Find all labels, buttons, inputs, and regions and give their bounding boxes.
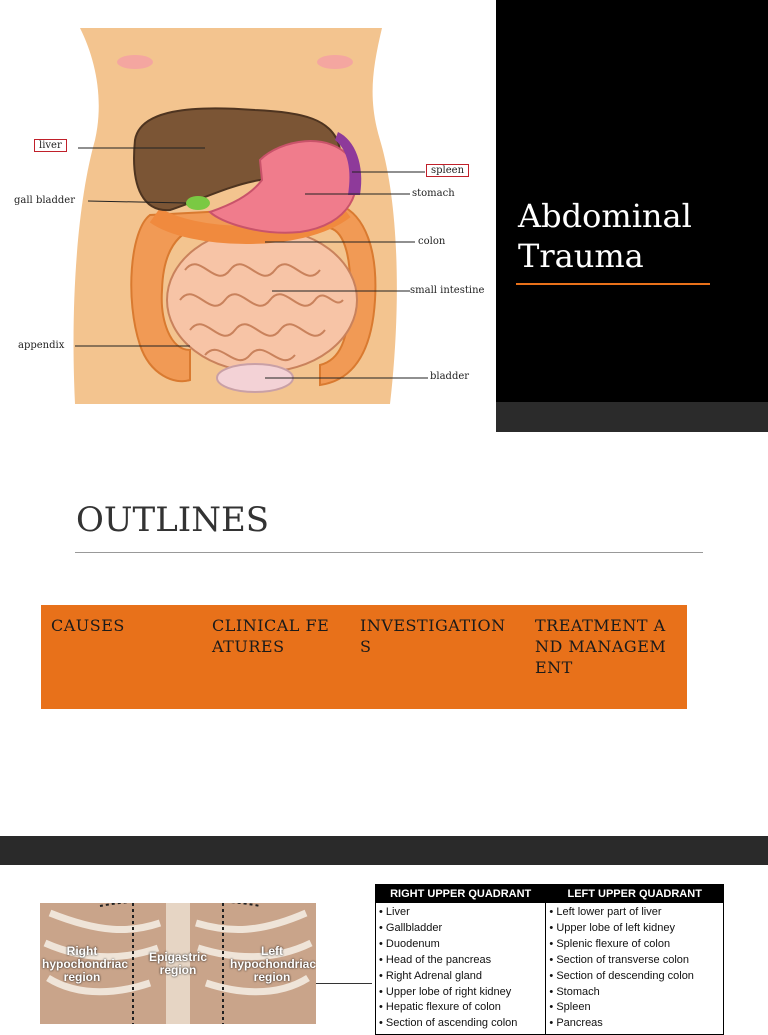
list-item: Duodenum <box>379 937 542 953</box>
list-item: Spleen <box>549 1000 720 1016</box>
header-right-upper-quadrant: RIGHT UPPER QUADRANT <box>374 884 547 903</box>
label-gall-bladder: gall bladder <box>14 195 76 206</box>
list-item: Head of the pancreas <box>379 953 542 969</box>
title-underline <box>516 283 710 285</box>
header-left-upper-quadrant: LEFT UPPER QUADRANT <box>545 884 724 903</box>
label-liver: liver <box>34 139 67 152</box>
list-item: Hepatic flexure of colon <box>379 1000 542 1016</box>
outline-item-treatment: TREATMENT AND MANAGEMENT <box>535 616 667 677</box>
list-item: Pancreas <box>549 1016 720 1032</box>
label-stomach: stomach <box>412 188 455 199</box>
slide-title: Abdominal Trauma <box>518 196 692 276</box>
label-bladder: bladder <box>430 371 470 382</box>
label-colon: colon <box>418 236 446 247</box>
list-item: Splenic flexure of colon <box>549 937 720 953</box>
outline-item-causes: CAUSES <box>51 616 125 635</box>
anatomy-drawing <box>73 28 428 404</box>
list-item: Liver <box>379 905 542 921</box>
outlines-heading: OUTLINES <box>76 500 270 540</box>
list-item: Section of transverse colon <box>549 953 720 969</box>
list-item: Section of ascending colon <box>379 1016 542 1032</box>
list-item: Upper lobe of left kidney <box>549 921 720 937</box>
outline-item-investigations: INVESTIGATIONS <box>360 616 506 656</box>
pointer-line <box>316 983 372 984</box>
region-epigastric: Epigastric region <box>148 950 208 977</box>
heading-divider <box>75 552 703 553</box>
abdomen-anatomy-illustration: liver gall bladder appendix spleen stoma… <box>0 0 496 432</box>
title-panel-band <box>496 402 768 432</box>
label-small-intestine: small intestine <box>410 285 485 296</box>
left-upper-quadrant-cell: Left lower part of liver Upper lobe of l… <box>545 902 724 1035</box>
left-organ-list: Left lower part of liver Upper lobe of l… <box>549 905 720 1032</box>
quadrant-table: RIGHT UPPER QUADRANT LEFT UPPER QUADRANT… <box>374 884 724 1035</box>
region-left-hypochondriac: Left hypochondriac region <box>230 944 316 984</box>
list-item: Section of descending colon <box>549 969 720 985</box>
title-line-1: Abdominal <box>518 197 692 235</box>
region-right-hypochondriac: Right hypochondriac region <box>42 944 129 984</box>
list-item: Stomach <box>549 985 720 1001</box>
list-item: Right Adrenal gland <box>379 969 542 985</box>
list-item: Gallbladder <box>379 921 542 937</box>
abdominal-regions-illustration: Right hypochondriac region Epigastric re… <box>40 903 316 1024</box>
ribcage-drawing <box>40 903 316 1024</box>
label-spleen: spleen <box>426 164 470 177</box>
label-appendix: appendix <box>18 340 65 351</box>
title-panel: Abdominal Trauma <box>496 0 768 432</box>
right-upper-quadrant-cell: Liver Gallbladder Duodenum Head of the p… <box>374 902 547 1035</box>
right-organ-list: Liver Gallbladder Duodenum Head of the p… <box>379 905 542 1032</box>
outline-item-clinical-features: CLINICAL FEATURES <box>212 616 330 656</box>
list-item: Left lower part of liver <box>549 905 720 921</box>
outline-band: CAUSES CLINICAL FEATURES INVESTIGATIONS … <box>41 605 687 709</box>
slide-header-bar <box>0 836 768 865</box>
title-line-2: Trauma <box>518 237 644 275</box>
list-item: Upper lobe of right kidney <box>379 985 542 1001</box>
